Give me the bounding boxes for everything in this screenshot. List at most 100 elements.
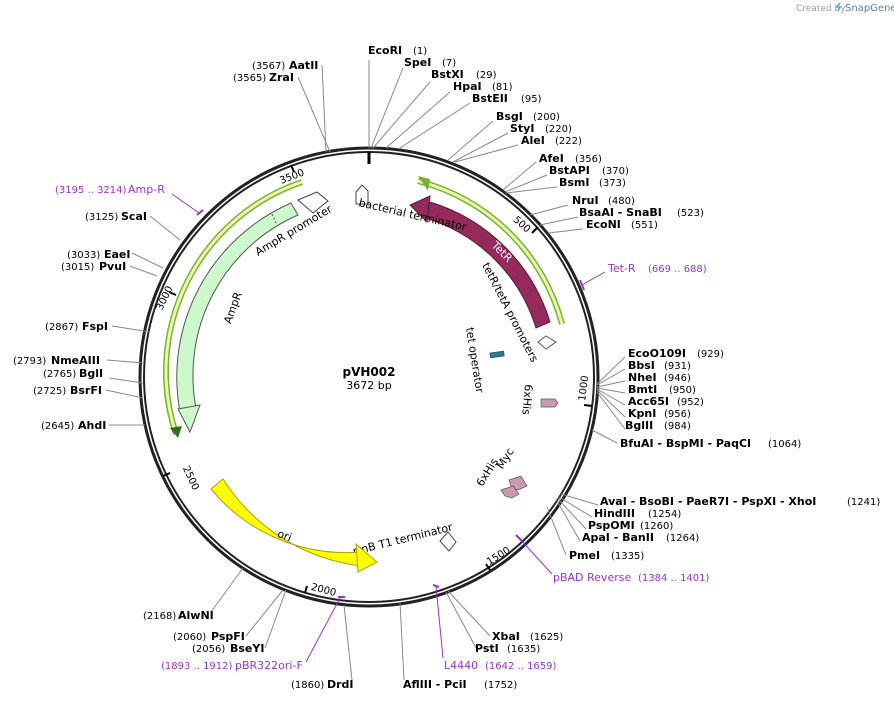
svg-text:(1254): (1254)	[648, 509, 681, 520]
svg-text:(1335): (1335)	[611, 551, 644, 562]
primer-amp-r[interactable]: Amp-R (3195 .. 3214)	[55, 183, 204, 216]
site-spei[interactable]: SpeI (7)	[404, 56, 456, 69]
site-eaei[interactable]: EaeI(3033)	[67, 248, 131, 261]
site-nhei[interactable]: NheI(946)	[628, 371, 691, 384]
site-scai[interactable]: ScaI(3125)	[85, 210, 147, 223]
ampR-promoter-feature[interactable]	[297, 191, 329, 214]
site-bsmi[interactable]: BsmI(373)	[559, 176, 626, 189]
site-zrai[interactable]: ZraI(3565)	[233, 71, 294, 84]
svg-text:(3195 .. 3214): (3195 .. 3214)	[55, 185, 127, 196]
site-hindiii[interactable]: HindIII(1254)	[594, 507, 681, 520]
site-hpai[interactable]: HpaI(81)	[453, 80, 513, 93]
svg-text:(1642 .. 1659): (1642 .. 1659)	[485, 661, 557, 672]
svg-text:SpeI: SpeI	[404, 56, 431, 69]
site-bsteii[interactable]: BstEII(95)	[472, 92, 542, 105]
svg-text:(2725): (2725)	[33, 386, 66, 397]
site-kpni[interactable]: KpnI(956)	[628, 407, 691, 420]
site-bfuai-bspmi-paqci[interactable]: BfuAI - BspMI - PaqCI(1064)	[620, 437, 801, 450]
svg-text:(29): (29)	[476, 70, 497, 81]
ampR-feature[interactable]	[176, 202, 299, 413]
site-pmei[interactable]: PmeI(1335)	[569, 549, 644, 562]
site-nmeaiii[interactable]: NmeAIII(2793)	[13, 354, 100, 367]
site-bmti[interactable]: BmtI (950)	[628, 383, 696, 396]
svg-text:(3125): (3125)	[85, 212, 118, 223]
svg-text:BglII: BglII	[625, 419, 653, 432]
site-fspi[interactable]: FspI(2867)	[45, 320, 108, 333]
his6-feature-b[interactable]	[500, 485, 520, 499]
site-ahdi[interactable]: AhdI(2645)	[41, 419, 106, 432]
site-pspomi[interactable]: PspOMI (1260)	[588, 519, 673, 532]
svg-text:pBAD Reverse: pBAD Reverse	[553, 571, 631, 584]
tet-operator-feature[interactable]	[489, 350, 505, 359]
site-bglii[interactable]: BglII(984)	[625, 419, 691, 432]
site-bsrfi[interactable]: BsrFI (2725)	[33, 384, 102, 397]
site-ecoo109i[interactable]: EcoO109I(929)	[628, 347, 724, 360]
svg-text:AlwNI: AlwNI	[178, 609, 214, 622]
svg-text:(2168): (2168)	[143, 611, 176, 622]
site-afliii-pcii[interactable]: AflIII - PciI(1752)	[403, 678, 517, 691]
svg-text:(950): (950)	[669, 385, 696, 396]
ori-feature[interactable]	[210, 478, 363, 567]
ori-feature-arrowhead	[355, 542, 378, 573]
site-apai-banii[interactable]: ApaI - BanII(1264)	[582, 531, 699, 544]
site-afei[interactable]: AfeI(356)	[539, 152, 602, 165]
primer-pbad-reverse[interactable]: pBAD Reverse (1384 .. 1401)	[515, 534, 710, 584]
site-bstapi[interactable]: BstAPI(370)	[549, 164, 629, 177]
svg-text:BsrFI: BsrFI	[70, 384, 102, 397]
site-bseyi[interactable]: BseYI(2056)	[192, 642, 264, 655]
site-bgli[interactable]: BglI(2765)	[43, 367, 103, 380]
site-styi[interactable]: StyI(220)	[510, 122, 572, 135]
svg-text:(3033): (3033)	[67, 250, 100, 261]
svg-text:BseYI: BseYI	[230, 642, 264, 655]
svg-text:BmtI: BmtI	[628, 383, 657, 396]
bacterial-terminator-feature[interactable]	[355, 184, 369, 205]
site-psti[interactable]: PstI(1635)	[475, 642, 540, 655]
site-avai-xhoi[interactable]: AvaI - BsoBI - PaeR7I - PspXI - XhoI(124…	[600, 495, 880, 508]
credit-brand[interactable]: SnapGene	[845, 3, 894, 14]
site-pspfi[interactable]: PspFI(2060)	[173, 630, 245, 643]
site-econi[interactable]: EcoNI(551)	[586, 218, 658, 231]
rrnB-terminator-feature[interactable]	[439, 531, 457, 552]
site-bsaai-snabi[interactable]: BsaAI - SnaBI(523)	[579, 206, 704, 219]
primer-pbr322ori-f[interactable]: pBR322ori-F (1893 .. 1912)	[161, 596, 345, 672]
svg-text:PvuI: PvuI	[99, 260, 126, 273]
svg-text:(7): (7)	[442, 58, 456, 69]
site-alwni[interactable]: AlwNI(2168)	[143, 609, 214, 622]
site-acc65i[interactable]: Acc65I(952)	[628, 395, 704, 408]
primer-tet-r[interactable]: Tet-R (669 .. 688)	[579, 262, 707, 291]
site-alei[interactable]: AleI(222)	[521, 134, 582, 147]
site-bbsi[interactable]: BbsI(931)	[628, 359, 691, 372]
svg-text:NruI: NruI	[572, 194, 599, 207]
ampR-gene-fill	[164, 180, 303, 435]
svg-text:(1893 .. 1912): (1893 .. 1912)	[161, 661, 233, 672]
svg-text:(946): (946)	[664, 373, 691, 384]
svg-text:EcoNI: EcoNI	[586, 218, 621, 231]
svg-text:(669 .. 688): (669 .. 688)	[648, 264, 707, 275]
tetR-feature-arrowhead	[409, 195, 431, 224]
site-ecori[interactable]: EcoRI(1)	[368, 44, 427, 57]
primer-l4440[interactable]: L4440 (1642 .. 1659)	[432, 584, 557, 672]
svg-text:BstXI: BstXI	[431, 68, 464, 81]
site-xbai[interactable]: XbaI(1625)	[492, 630, 563, 643]
site-bsgi[interactable]: BsgI(200)	[496, 110, 560, 123]
site-bstxi[interactable]: BstXI (29)	[431, 68, 497, 81]
site-nrui[interactable]: NruI(480)	[572, 194, 635, 207]
svg-text:BsmI: BsmI	[559, 176, 590, 189]
svg-text:(1635): (1635)	[507, 644, 540, 655]
snapgene-logo-icon	[835, 2, 842, 12]
site-aatii[interactable]: AatII(3567)	[252, 59, 318, 72]
his6-label-a: 6xHis	[519, 384, 535, 416]
svg-text:(523): (523)	[677, 208, 704, 219]
his6-feature-a[interactable]	[540, 398, 559, 408]
ampR-label: AmpR	[221, 290, 245, 326]
svg-text:PspOMI: PspOMI	[588, 519, 635, 532]
svg-text:HpaI: HpaI	[453, 80, 482, 93]
tick-2500: 2500	[180, 464, 201, 492]
site-drdi[interactable]: DrdI(1860)	[291, 678, 354, 691]
svg-text:(1260): (1260)	[640, 521, 673, 532]
tetR-promoters-feature[interactable]	[537, 335, 557, 350]
site-pvui[interactable]: PvuI(3015)	[61, 260, 126, 273]
tetR-feature[interactable]	[424, 201, 551, 329]
svg-text:(931): (931)	[664, 361, 691, 372]
svg-text:BglI: BglI	[79, 367, 103, 380]
